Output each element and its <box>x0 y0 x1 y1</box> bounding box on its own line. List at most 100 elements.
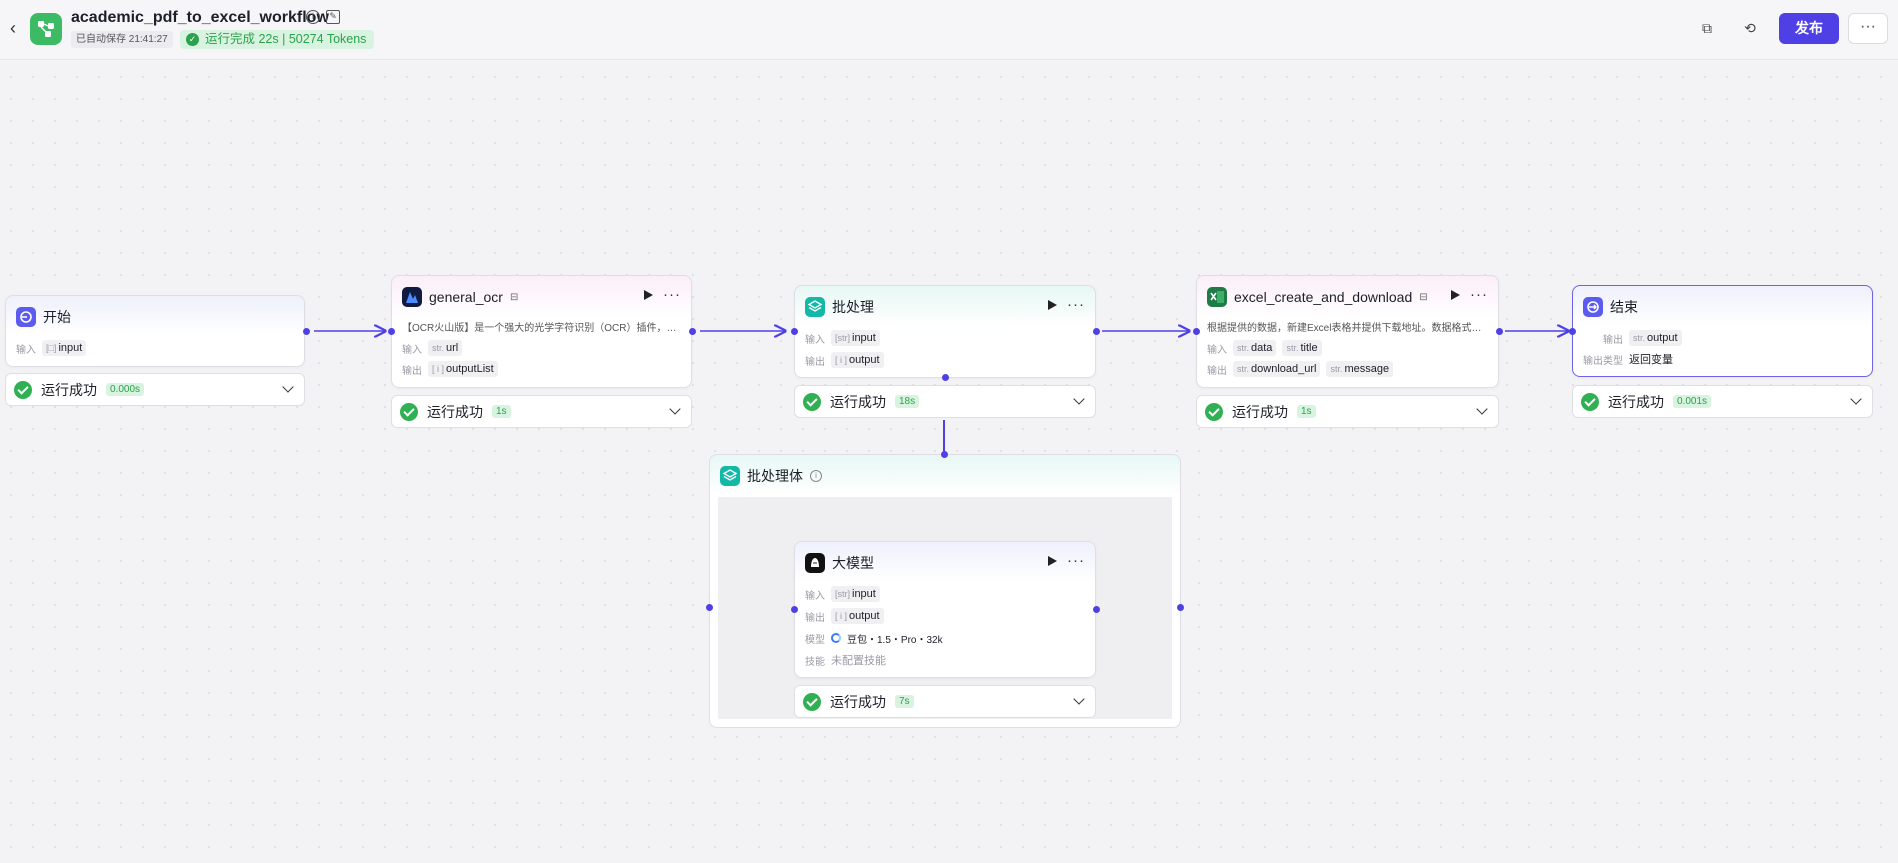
body-top-port[interactable] <box>941 451 948 458</box>
node-title: general_ocr <box>429 289 503 305</box>
input-label: 输入 <box>805 590 825 602</box>
output-label: 输出 <box>1207 365 1227 377</box>
input-port[interactable] <box>791 328 798 335</box>
var-name: outputList <box>446 363 494 375</box>
check-circle-icon <box>400 402 418 421</box>
skill-label: 技能 <box>805 656 825 668</box>
output-port[interactable] <box>1496 328 1503 335</box>
var-type: [ i ] <box>835 355 848 365</box>
var-name: data <box>1251 342 1273 354</box>
excel-icon <box>1207 287 1227 307</box>
copy-icon[interactable]: ⧉ <box>1702 20 1712 36</box>
more-menu-button[interactable]: ··· <box>1848 13 1888 44</box>
chevron-down-icon[interactable] <box>1850 393 1862 405</box>
var-name: input <box>58 342 83 354</box>
play-icon[interactable] <box>1048 300 1057 310</box>
input-var-chip: [str]input <box>831 330 880 346</box>
duration-badge: 0.001s <box>1673 395 1712 408</box>
end-icon <box>1583 297 1603 317</box>
output-port[interactable] <box>303 328 310 335</box>
batch-run-status[interactable]: 运行成功 18s <box>794 385 1096 418</box>
volcano-ocr-icon <box>402 287 422 307</box>
var-type: str. <box>432 343 445 353</box>
var-type: str. <box>1330 364 1343 374</box>
input-port[interactable] <box>388 328 395 335</box>
chevron-left-icon[interactable]: ‹ <box>10 18 16 38</box>
start-node[interactable]: 开始 输入 [□]input <box>5 295 310 367</box>
more-icon[interactable]: ··· <box>1067 552 1085 569</box>
excel-create-node[interactable]: excel_create_and_download ⊟ ··· 根据提供的数据，… <box>1193 275 1503 388</box>
input-var-chip: [str]input <box>831 586 880 602</box>
input-label: 输入 <box>16 344 36 356</box>
play-icon[interactable] <box>644 290 653 300</box>
start-run-status[interactable]: 运行成功 0.000s <box>5 373 305 406</box>
output-port[interactable] <box>1093 328 1100 335</box>
batch-node[interactable]: 批处理 ··· 输入 [str]input 输出 [ i ]output <box>791 285 1100 381</box>
chevron-down-icon[interactable] <box>669 403 681 415</box>
check-circle-icon: ✓ <box>186 33 199 46</box>
output-label: 输出 <box>805 356 825 368</box>
duration-badge: 7s <box>895 695 914 708</box>
plugin-icon: ⊟ <box>509 291 519 303</box>
more-icon[interactable]: ··· <box>1067 296 1085 313</box>
output-var-chip: [ i ]outputList <box>428 361 498 377</box>
check-circle-icon <box>14 380 32 399</box>
body-port[interactable] <box>942 374 949 381</box>
var-name: output <box>849 610 880 622</box>
end-node[interactable]: 结束 输出 str.output 输出类型 返回变量 <box>1569 285 1873 377</box>
chevron-down-icon[interactable] <box>1073 693 1085 705</box>
output-label: 输出 <box>805 612 825 624</box>
input-label: 输入 <box>1207 344 1227 356</box>
top-bar: ‹ academic_pdf_to_excel_workflow i ✎ 已自动… <box>0 0 1898 60</box>
output-label: 输出 <box>402 365 422 377</box>
node-description: 【OCR火山版】是一个强大的光学字符识别（OCR）插件，提… <box>402 323 681 334</box>
var-name: output <box>1647 332 1678 344</box>
chevron-down-icon[interactable] <box>1073 393 1085 405</box>
var-name: url <box>446 342 459 354</box>
llm-node[interactable]: 大模型 ··· 输入 [str]input 输出 [ i ]output 模型 … <box>791 541 1100 678</box>
output-label: 输出 <box>1603 334 1623 346</box>
input-label: 输入 <box>805 334 825 346</box>
output-type-label: 输出类型 <box>1583 355 1623 367</box>
edit-icon[interactable]: ✎ <box>326 10 340 24</box>
status-text: 运行成功 <box>1232 403 1288 420</box>
play-icon[interactable] <box>1048 556 1057 566</box>
check-circle-icon <box>803 692 821 711</box>
info-icon[interactable]: i <box>810 470 822 482</box>
info-icon[interactable]: i <box>306 10 320 24</box>
chevron-down-icon[interactable] <box>1476 403 1488 415</box>
body-left-port[interactable] <box>706 604 713 611</box>
history-icon[interactable]: ⟲ <box>1744 20 1756 36</box>
play-icon[interactable] <box>1451 290 1460 300</box>
check-circle-icon <box>803 392 821 411</box>
status-text: 运行成功 <box>427 403 483 420</box>
input-port[interactable] <box>1193 328 1200 335</box>
node-title: 批处理 <box>832 299 874 315</box>
end-run-status[interactable]: 运行成功 0.001s <box>1572 385 1873 418</box>
more-icon[interactable]: ··· <box>1470 286 1488 303</box>
chevron-down-icon[interactable] <box>282 381 294 393</box>
status-text: 运行成功 <box>830 693 886 710</box>
start-icon <box>16 307 36 327</box>
var-type: str. <box>1633 333 1646 343</box>
excel-run-status[interactable]: 运行成功 1s <box>1196 395 1499 428</box>
general-ocr-node[interactable]: general_ocr ⊟ ··· 【OCR火山版】是一个强大的光学字符识别（O… <box>388 275 696 388</box>
input-port[interactable] <box>1569 328 1576 335</box>
var-type: [str] <box>835 589 850 599</box>
var-name: message <box>1344 363 1390 375</box>
input-port[interactable] <box>791 606 798 613</box>
var-name: title <box>1300 342 1318 354</box>
output-port[interactable] <box>1093 606 1100 613</box>
body-right-port[interactable] <box>1177 604 1184 611</box>
llm-run-status[interactable]: 运行成功 7s <box>794 685 1096 718</box>
publish-button[interactable]: 发布 <box>1779 13 1839 44</box>
output-var-chip: str.message <box>1326 361 1394 377</box>
ocr-run-status[interactable]: 运行成功 1s <box>391 395 692 428</box>
more-icon[interactable]: ··· <box>663 286 681 303</box>
workflow-title: academic_pdf_to_excel_workflow <box>71 9 329 26</box>
node-title: 大模型 <box>832 555 874 571</box>
var-type: str. <box>1237 343 1250 353</box>
output-port[interactable] <box>689 328 696 335</box>
output-var-chip: [ i ]output <box>831 608 884 624</box>
